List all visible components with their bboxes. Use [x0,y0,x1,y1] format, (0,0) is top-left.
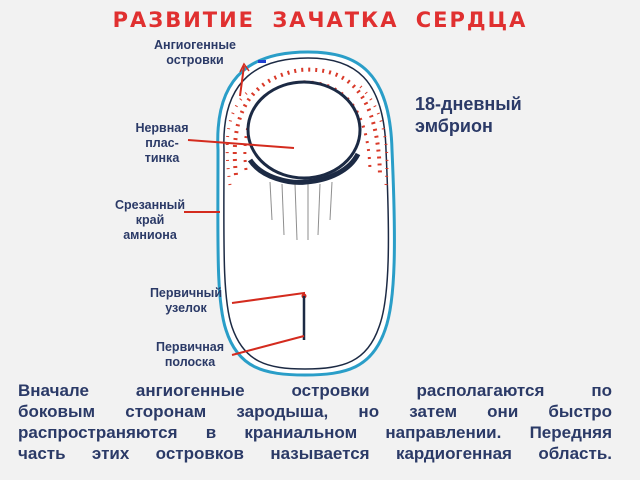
pointer-angiogenic [239,65,245,97]
neural-plate [246,80,362,180]
label-amnion-edge: Срезанный край амниона [102,198,198,243]
neural-plate-shadow [247,152,361,185]
caption-line-4: часть этих островков называется кардиоге… [18,444,612,463]
label-primitive-node: Первичный узелок [136,286,236,316]
label-angiogenic-line-1: Ангиогенные [154,38,236,52]
neural-plate-shading [269,181,333,241]
embryo-inner-outline [223,57,390,370]
embryo-age-label: 18-дневный эмбрион [415,93,522,137]
angiogenic-islands [225,67,389,186]
label-neural-line-2: плас- [145,136,179,150]
label-node-line-1: Первичный [149,286,223,300]
pointer-lines [184,62,305,356]
caption-text: Вначале ангиогенные островки располагают… [18,380,612,464]
label-streak-line-2: полоска [164,355,216,369]
pointer-node [231,291,305,304]
label-streak-line-1: Первичная [156,340,224,354]
label-neural-plate: Нервная плас- тинка [122,121,202,166]
label-angiogenic-islands: Ангиогенные островки [140,38,250,68]
embryo-age-line-2: эмбрион [415,116,493,136]
caption-line-3: распространяются в краниальном направлен… [18,423,612,442]
label-amnion-line-2: край [135,213,165,227]
label-neural-line-1: Нервная [135,121,189,135]
caption-line-2: боковым сторонам зародыша, но затем они … [18,402,612,421]
blue-mark [258,60,266,63]
embryo-age-line-1: 18-дневный [415,94,522,114]
pointer-neural [187,139,295,149]
pointer-streak [231,335,305,356]
caption-line-1: Вначале ангиогенные островки располагают… [18,381,612,400]
label-angiogenic-line-2: островки [166,53,224,67]
page-title: РАЗВИТИЕ ЗАЧАТКА СЕРДЦА [112,8,528,32]
label-neural-line-3: тинка [144,151,180,165]
label-amnion-line-1: Срезанный [114,198,186,212]
pointer-angiogenic-arrow [239,62,250,73]
label-amnion-line-3: амниона [123,228,177,242]
label-primitive-streak: Первичная полоска [140,340,240,370]
label-node-line-2: узелок [165,301,207,315]
